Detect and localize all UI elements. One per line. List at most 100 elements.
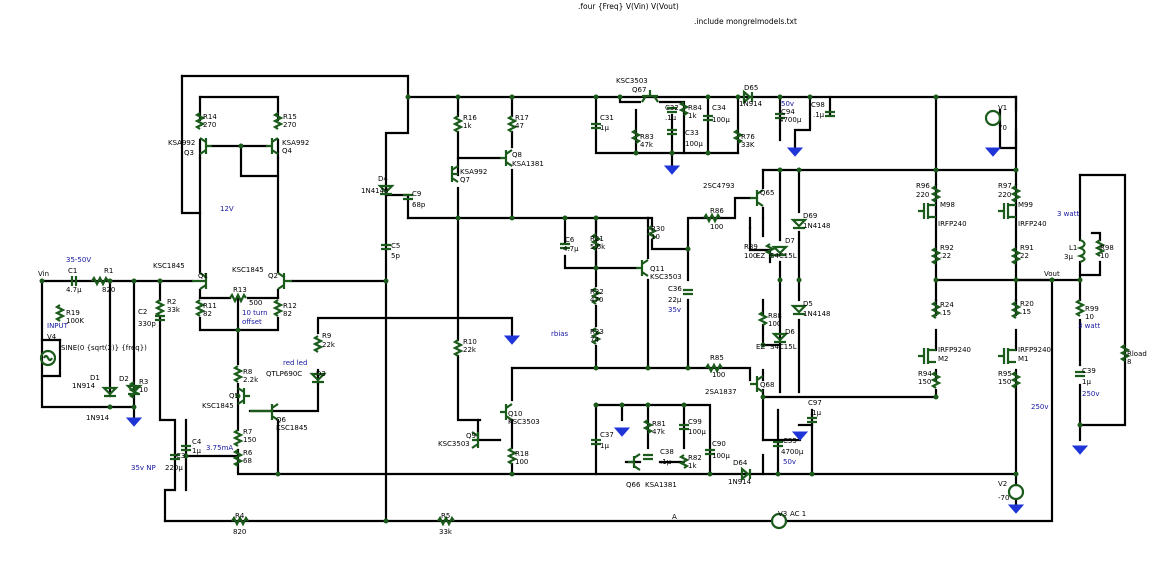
label-C35: C35 [783,437,797,445]
diode-D64 [740,466,752,482]
value-C4: 1µ [192,447,201,455]
label-ez1: EZ [756,252,765,260]
type-Q66: KSA1381 [645,481,677,489]
diode-D7 [771,245,789,257]
label-C1: C1 [68,267,77,275]
label-R83: R83 [640,133,654,141]
capacitor-C4 [181,444,191,452]
label-Q65: Q65 [760,189,774,197]
value-R11: 82 [203,310,212,318]
capacitor-C94 [775,112,785,120]
note-red-led: red led [283,359,307,367]
value-C99: 100µ [688,428,706,436]
label-C98: C98 [811,101,825,109]
label-Q6: Q6 [276,416,287,424]
resistor-R9 [312,335,324,353]
note-250v-a: 250v [1031,403,1049,411]
value-R1: 820 [102,286,115,294]
resistor-R18 [506,447,518,465]
label-R21: R21 [590,235,604,243]
label-Q10: Q10 [508,410,522,418]
capacitor-C32 [667,106,677,114]
resistor-R16 [452,115,464,133]
diode-D69 [790,218,808,230]
label-ez2: EZ [756,343,765,351]
mosfet-M2 [918,348,936,364]
value-D4: 1N4148 [361,187,389,195]
label-R86: R86 [710,207,724,215]
value-C98: .1µ [813,111,825,119]
value-R81: 47k [652,428,666,436]
value-R88: 100 [768,320,781,328]
resistor-R23 [590,327,602,345]
value-R21: 5.6k [590,243,606,251]
value-R98: 10 [1100,252,1109,260]
value-C31: 1µ [600,124,609,132]
note-35v: 35v [668,306,681,314]
note-np: 35v NP [131,464,156,472]
value-D2: 1N914 [86,414,110,422]
label-Q2: Q2 [268,272,278,280]
label-C5: C5 [391,242,400,250]
note-offset: offset [242,318,262,326]
label-Q3: Q3 [184,149,194,157]
component-labels: Vin 35-50V C1 4.7µ R1 820 R19 100K INPUT… [38,77,1147,536]
mosfet-M98 [918,203,936,219]
resistor-R4 [231,515,249,527]
value-R17: 47 [515,122,524,130]
resistor-R97 [1010,185,1022,203]
resistor-R19 [54,304,66,322]
resistor-R17 [506,115,518,133]
transistor-Q66 [628,453,641,471]
value-C32: .1µ [665,114,677,122]
type-Q10: KSC3503 [508,418,540,426]
transistor-Q10 [500,403,513,421]
value-C39: 1µ [1082,378,1091,386]
four-directive: .four {Freq} V(Vin) V(Vout) [578,2,679,11]
value-R22: 470 [590,296,603,304]
capacitor-C98 [825,110,835,118]
type-Q3: KSA992 [168,139,195,147]
transistor-Q68 [750,375,764,393]
transistors [192,90,1086,471]
note-supply: 35-50V [66,256,91,264]
inductor-L1 [1076,238,1086,264]
value-R30: 10 [651,233,660,241]
label-C94: C94 [781,108,795,116]
resistor-R5 [437,515,455,527]
value-C36: 22µ [668,296,682,304]
value-R10: 22k [463,346,477,354]
label-R95: R95 [998,370,1012,378]
value-V4: SINE(0 {sqrt(2)} {freq}) [61,344,147,352]
label-D64: D64 [733,459,748,467]
capacitor-C97 [807,416,817,424]
value-R86: 100 [710,223,723,231]
label-R22: R22 [590,288,604,296]
value-R23: 74 [590,336,599,344]
value-C9: 68p [412,201,426,209]
label-C39: C39 [1082,367,1096,375]
resistor-R30 [646,225,658,240]
type-Q7: KSA992 [460,168,487,176]
label-L1: L1 [1069,244,1077,252]
note-12v: 12V [220,205,234,213]
type-Q9: KSC3503 [438,440,470,448]
label-R82: R82 [688,454,702,462]
value-R16: 1k [463,122,472,130]
label-Q68: Q68 [760,381,774,389]
resistor-R21 [590,233,602,251]
value-R95: 150 [998,378,1011,386]
label-R9: R9 [322,332,331,340]
diode-D2 [125,384,143,396]
type-Q67: KSC3503 [616,77,648,85]
value-C33: 100µ [685,140,703,148]
resistor-R91 [1010,247,1022,265]
label-C38: C38 [660,448,674,456]
resistor-R92 [930,247,942,265]
label-R12: R12 [283,302,297,310]
value-V1: 70 [998,124,1007,132]
label-M2: M2 [938,355,949,363]
resistor-R8 [232,365,244,383]
label-V3: V3 [778,510,787,518]
